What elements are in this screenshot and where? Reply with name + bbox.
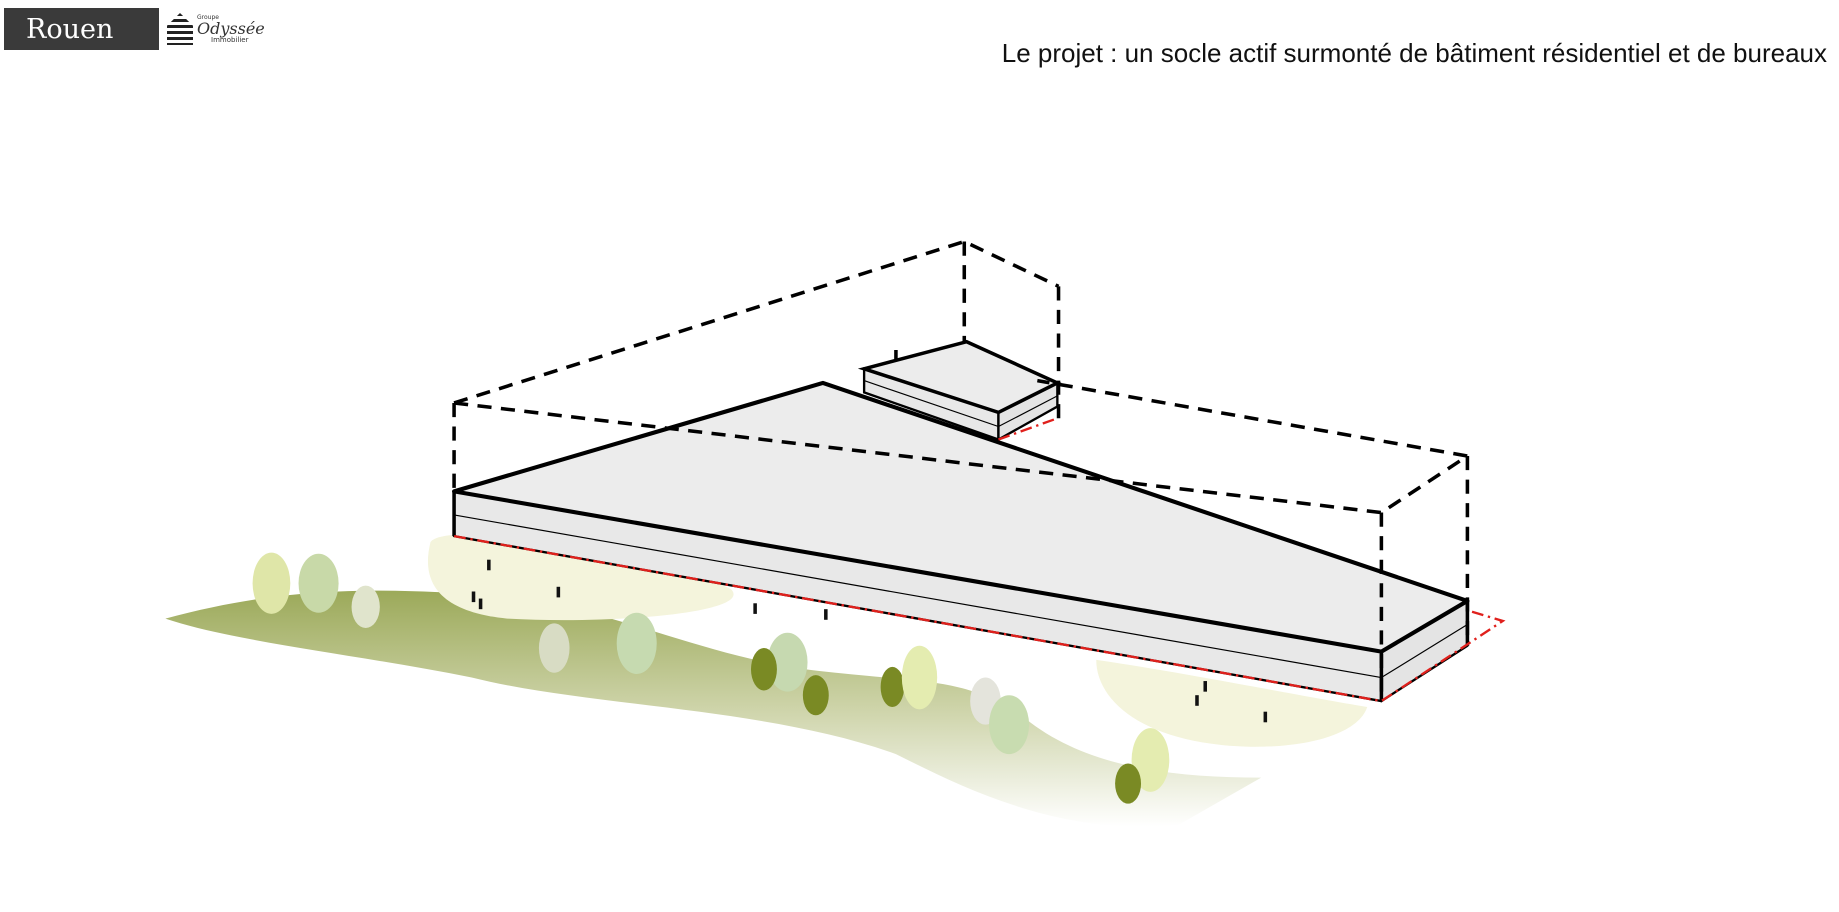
slide-title: Le projet : un socle actif surmonté de b… <box>1001 38 1827 68</box>
logo-rouen: Rouen <box>4 8 159 50</box>
property-line <box>453 417 1506 703</box>
logo: Rouen Groupe Odyssée Immobilier <box>4 8 265 50</box>
logo-group-text: Groupe <box>197 13 219 21</box>
logo-name-text: Odyssée <box>197 18 265 38</box>
active-base-slab <box>452 380 1470 703</box>
people <box>471 559 1268 723</box>
future-volume-dashed <box>452 239 1473 696</box>
logo-odyssee: Groupe Odyssée Immobilier <box>167 13 265 45</box>
logo-sub-text: Immobilier <box>211 35 249 44</box>
ground <box>165 534 1368 827</box>
small-block <box>857 339 1062 442</box>
trees <box>252 552 1170 804</box>
